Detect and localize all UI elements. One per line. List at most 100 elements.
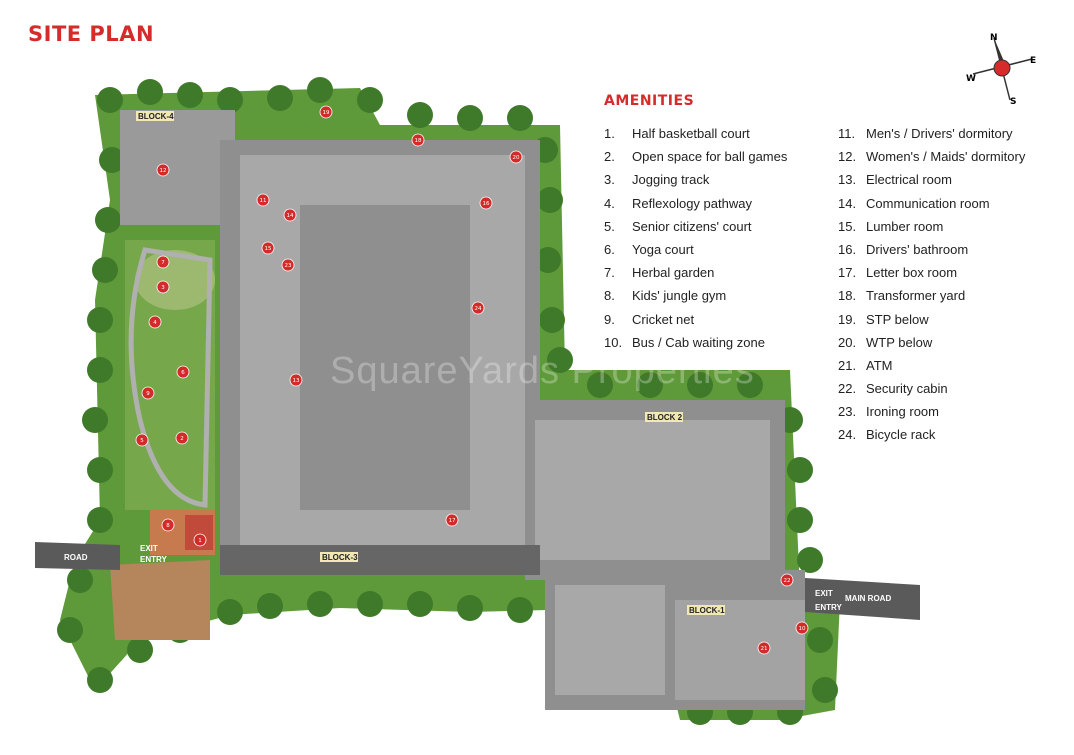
- amenity-number: 19.: [838, 311, 857, 327]
- amenity-item: 7. Herbal garden: [604, 265, 787, 288]
- amenity-marker-number: 7: [161, 260, 165, 266]
- jogging-track: [128, 247, 213, 508]
- herbal-garden-area: [135, 250, 215, 310]
- amenity-item: 22. Security cabin: [838, 381, 1025, 404]
- amenity-item: 14. Communication room: [838, 196, 1025, 219]
- amenity-label: STP below: [866, 311, 929, 327]
- amenity-marker: [445, 513, 459, 527]
- amenity-number: 7.: [604, 265, 615, 281]
- tree-icon: [137, 79, 163, 105]
- amenity-label: Letter box room: [866, 265, 958, 281]
- block-2-tag: [645, 412, 683, 422]
- tree-icon: [217, 599, 243, 625]
- amenities-title: AMENITIES: [604, 93, 695, 109]
- tr-sub-station: [110, 560, 210, 640]
- amenity-label: Open space for ball games: [632, 149, 788, 165]
- amenity-number: 4.: [604, 195, 615, 211]
- amenity-label: Yoga court: [632, 241, 694, 257]
- amenity-marker: [757, 641, 771, 655]
- tree-icon: [537, 187, 563, 213]
- amenity-marker-number: 22: [784, 578, 791, 584]
- block-3-label: BLOCK-3: [322, 553, 358, 562]
- amenity-item: 3.Jogging track: [604, 172, 787, 195]
- amenity-item: 10. Bus / Cab waiting zone: [604, 335, 787, 358]
- tree-icon: [307, 591, 333, 617]
- compass-e-label: E: [1030, 56, 1036, 66]
- compass-north-arrow: [994, 38, 1006, 66]
- amenity-number: 5.: [604, 218, 615, 234]
- road-label: ROAD: [64, 553, 88, 562]
- amenity-item: 2. Open space for ball games: [604, 149, 787, 172]
- amenity-marker: [795, 621, 809, 635]
- amenity-marker: [780, 573, 794, 587]
- amenity-marker: [256, 193, 270, 207]
- compass-center: [993, 59, 1011, 77]
- amenity-item: 20.WTP below: [838, 335, 1025, 358]
- amenity-number: 22.: [838, 381, 857, 397]
- amenity-label: Jogging track: [632, 172, 710, 188]
- tree-icon: [127, 637, 153, 663]
- block-1-tag: [687, 605, 725, 615]
- amenity-label: Herbal garden: [632, 265, 715, 281]
- amenity-label: Bus / Cab waiting zone: [632, 334, 765, 350]
- amenity-item: 4.Reflexology pathway: [604, 196, 787, 219]
- page-title: SITE PLAN: [28, 22, 155, 46]
- tree-icon: [507, 597, 533, 623]
- amenity-marker: [193, 533, 207, 547]
- amenity-marker-number: 1: [198, 538, 202, 544]
- amenity-marker: [261, 241, 275, 255]
- amenity-number: 6.: [604, 241, 615, 257]
- tree-icon: [812, 677, 838, 703]
- amenity-marker-number: 21: [761, 646, 768, 652]
- driveway-block-1: [555, 585, 665, 695]
- tree-icon: [357, 87, 383, 113]
- tree-icon: [92, 257, 118, 283]
- amenity-number: 15.: [838, 218, 857, 234]
- main-road-label: MAIN ROAD: [845, 594, 891, 603]
- block-1-label: BLOCK-1: [689, 606, 725, 615]
- amenity-marker: [411, 133, 425, 147]
- amenity-marker-number: 14: [287, 213, 294, 219]
- amenity-marker-number: 15: [265, 246, 272, 252]
- amenity-label: Security cabin: [866, 381, 948, 397]
- tree-icon: [82, 407, 108, 433]
- amenity-label: Drivers' bathroom: [866, 241, 969, 257]
- tree-icon: [457, 105, 483, 131]
- amenity-marker-number: 4: [153, 320, 157, 326]
- amenity-marker-number: 5: [140, 438, 144, 444]
- amenity-label: Ironing room: [866, 404, 939, 420]
- amenity-item: 8.Kids' jungle gym: [604, 288, 787, 311]
- amenity-item: 24.Bicycle rack: [838, 427, 1025, 450]
- amenity-item: 5.Senior citizens' court: [604, 219, 787, 242]
- amenity-marker-number: 8: [166, 523, 170, 529]
- tree-icon: [507, 105, 533, 131]
- amenity-marker-number: 12: [160, 168, 167, 174]
- tree-icon: [807, 627, 833, 653]
- amenity-label: Communication room: [866, 195, 990, 211]
- amenity-number: 23.: [838, 404, 857, 420]
- amenity-marker-number: 3: [161, 285, 165, 291]
- amenity-number: 14.: [838, 195, 857, 211]
- amenity-marker-number: 18: [415, 138, 422, 144]
- tree-icon: [257, 593, 283, 619]
- amenity-label: Bicycle rack: [866, 427, 936, 443]
- amenity-marker: [281, 258, 295, 272]
- road-left: [35, 542, 120, 570]
- exit-label-left: EXIT: [140, 544, 158, 553]
- amenity-item: 18.Transformer yard: [838, 288, 1025, 311]
- tree-icon: [99, 147, 125, 173]
- tree-icon: [535, 247, 561, 273]
- amenity-item: 12.Women's / Maids' dormitory: [838, 149, 1025, 172]
- amenity-number: 2.: [604, 149, 615, 165]
- compass-w-label: W: [966, 74, 976, 84]
- tree-icon: [97, 87, 123, 113]
- amenity-marker: [148, 315, 162, 329]
- parking-island: [300, 205, 470, 510]
- amenity-marker-number: 6: [181, 370, 185, 376]
- tree-icon: [57, 617, 83, 643]
- amenity-number: 10.: [604, 334, 623, 350]
- tree-icon: [587, 372, 613, 398]
- tree-icon: [797, 547, 823, 573]
- amenity-marker: [135, 433, 149, 447]
- tree-icon: [307, 77, 333, 103]
